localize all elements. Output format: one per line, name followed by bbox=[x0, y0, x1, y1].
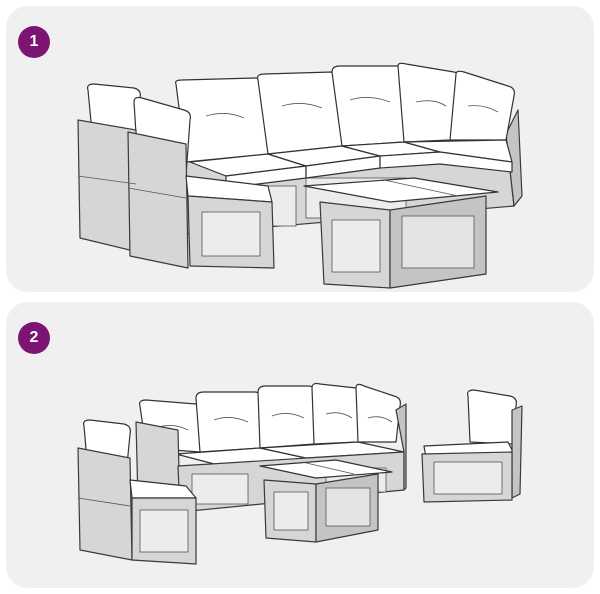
coffee-table bbox=[303, 177, 499, 289]
back-cushions bbox=[175, 62, 515, 163]
coffee-table bbox=[259, 459, 393, 543]
step-2-badge: 2 bbox=[18, 322, 50, 354]
step-1-illustration bbox=[77, 62, 523, 289]
detached-left-chair bbox=[77, 419, 197, 565]
detached-right-chair bbox=[421, 389, 523, 503]
step-2-panel: 2 bbox=[6, 302, 594, 588]
left-corner-chairs bbox=[77, 83, 275, 269]
seat-cushions bbox=[189, 139, 513, 189]
step-2-illustration bbox=[77, 382, 523, 565]
step-1-badge: 1 bbox=[18, 26, 50, 58]
step-1-panel: 1 bbox=[6, 6, 594, 292]
